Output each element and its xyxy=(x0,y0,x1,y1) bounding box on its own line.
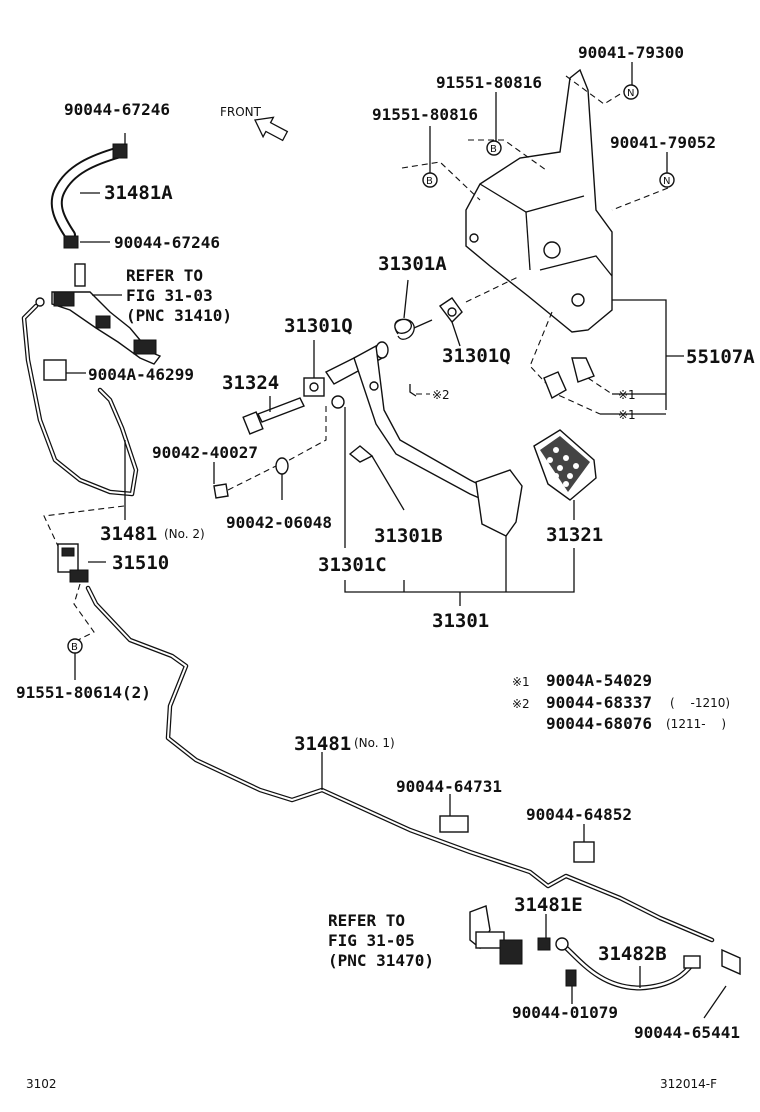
label-31301: 31301 xyxy=(432,610,489,632)
legend-2-part: 90044-68337 xyxy=(546,693,652,712)
bolt-01079-icon xyxy=(565,969,577,987)
label-31301a: 31301A xyxy=(378,253,447,275)
release-cylinder-icon xyxy=(469,905,523,965)
mark2-clip-icon xyxy=(409,384,417,397)
label-mark1-a: ※1 xyxy=(618,388,636,402)
label-31301q-a: 31301Q xyxy=(284,315,353,337)
label-31481-no1: 31481 xyxy=(294,733,351,755)
front-arrow-icon xyxy=(254,116,289,142)
label-31301b: 31301B xyxy=(374,525,443,547)
legend-3-range: (1211- ) xyxy=(666,717,726,731)
marker-b-label: B xyxy=(71,642,78,653)
label-90042-40027: 90042-40027 xyxy=(152,443,258,462)
clip-65441-icon xyxy=(721,948,741,976)
label-31482b: 31482B xyxy=(598,943,667,965)
legend-2-mark: ※2 xyxy=(512,697,530,711)
label-90044-67246-top: 90044-67246 xyxy=(64,100,170,119)
pipe-clamp-64731-icon xyxy=(439,815,469,833)
refer1-line2: FIG 31-03 xyxy=(126,286,213,305)
clip-icon xyxy=(43,359,67,381)
marker-n-label: N xyxy=(663,176,670,187)
label-9004a-46299: 9004A-46299 xyxy=(88,365,194,384)
pedal-pad-31321-icon xyxy=(533,429,597,501)
clutch-switch-31510-icon xyxy=(57,543,89,583)
front-label: FRONT xyxy=(220,105,262,119)
label-91551-80614: 91551-80614(2) xyxy=(16,683,151,702)
label-31321: 31321 xyxy=(546,524,603,546)
bushing-31301q-icon xyxy=(303,377,325,397)
legend-1-part: 9004A-54029 xyxy=(546,671,652,690)
marker-n-label: N xyxy=(627,88,634,99)
hose-clamp-icon xyxy=(63,235,79,249)
label-31481-no2: 31481 xyxy=(100,523,157,545)
legend-2-range: ( -1210) xyxy=(670,696,730,710)
label-31481-no1-suffix: (No. 1) xyxy=(354,736,395,750)
label-31301q-b: 31301Q xyxy=(442,345,511,367)
cushion-55107a-icon xyxy=(543,357,595,400)
pipe-clamp-64852-icon xyxy=(573,841,595,863)
nut-icon xyxy=(331,395,345,409)
label-91551-80816-b: 91551-80816 xyxy=(372,105,478,124)
refer1-line1: REFER TO xyxy=(126,266,203,285)
return-spring-31301a-icon xyxy=(394,279,433,340)
refer2-line1: REFER TO xyxy=(328,911,405,930)
marker-b-icon xyxy=(486,140,502,156)
footer-right: 312014-F xyxy=(660,1077,717,1091)
label-90042-06048: 90042-06048 xyxy=(226,513,332,532)
label-31324: 31324 xyxy=(222,372,279,394)
label-90044-67246-mid: 90044-67246 xyxy=(114,233,220,252)
label-31301c: 31301C xyxy=(318,554,387,576)
label-91551-80816-a: 91551-80816 xyxy=(436,73,542,92)
refer1-line3: (PNC 31410) xyxy=(126,306,232,325)
refer2-line3: (PNC 31470) xyxy=(328,951,434,970)
label-90044-65441: 90044-65441 xyxy=(634,1023,740,1042)
label-31481-no2-suffix: (No. 2) xyxy=(164,527,205,541)
label-31481e: 31481E xyxy=(514,894,583,916)
washer-06048-icon xyxy=(275,457,289,475)
label-90044-64731: 90044-64731 xyxy=(396,777,502,796)
bushing-31301q-icon xyxy=(438,297,463,324)
union-bolt-icon xyxy=(537,937,551,951)
marker-b-label: B xyxy=(490,144,497,155)
label-55107a: 55107A xyxy=(686,346,755,368)
footer-left: 3102 xyxy=(26,1077,57,1091)
pedal-bracket-icon xyxy=(465,68,613,333)
label-90044-64852: 90044-64852 xyxy=(526,805,632,824)
marker-n-icon xyxy=(623,84,639,100)
pin-31301b-icon xyxy=(348,445,374,463)
label-90041-79300: 90041-79300 xyxy=(578,43,684,62)
refer2-line2: FIG 31-05 xyxy=(328,931,415,950)
marker-b-label: B xyxy=(426,176,433,187)
clutch-master-cylinder-icon xyxy=(35,263,162,365)
label-90044-01079: 90044-01079 xyxy=(512,1003,618,1022)
label-31481a: 31481A xyxy=(104,182,173,204)
label-31510: 31510 xyxy=(112,552,169,574)
legend-1-mark: ※1 xyxy=(512,675,530,689)
bolt-40027-icon xyxy=(213,483,229,499)
label-mark1-b: ※1 xyxy=(618,408,636,422)
label-mark2: ※2 xyxy=(432,388,450,402)
hose-clamp-icon xyxy=(112,143,128,159)
legend-3-part: 90044-68076 xyxy=(546,714,652,733)
label-90041-79052: 90041-79052 xyxy=(610,133,716,152)
pedal-bolt-31324-icon xyxy=(242,397,305,435)
clutch-pedal-arm-icon xyxy=(324,341,523,537)
